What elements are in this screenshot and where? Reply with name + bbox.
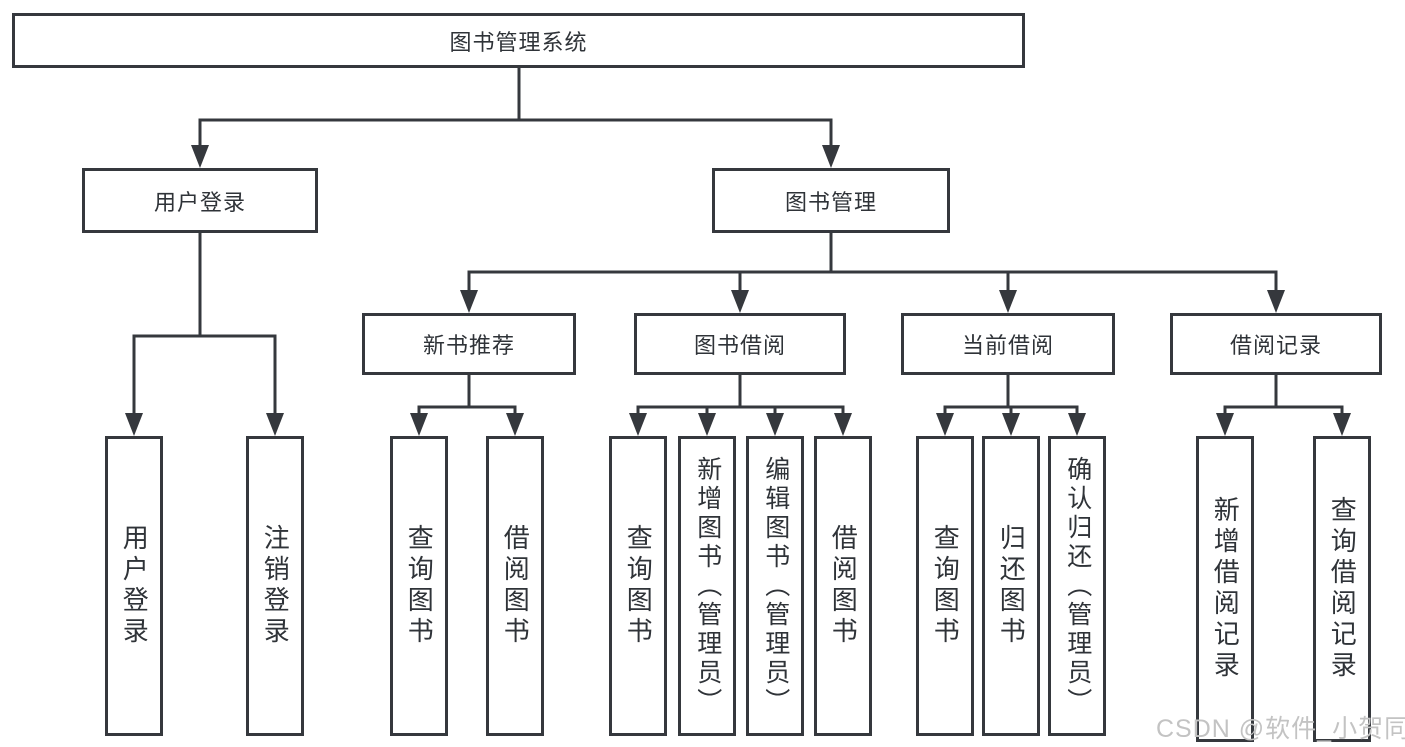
node-user-login: 用户登录 bbox=[82, 168, 318, 233]
leaf-borrow-book-1: 借阅图书 bbox=[486, 436, 544, 736]
leaf-add-book-admin: 新增图书（管理员） bbox=[678, 436, 736, 736]
leaf-return-book: 归还图书 bbox=[982, 436, 1040, 736]
leaf-label: 新增借阅记录 bbox=[1210, 496, 1241, 682]
leaf-borrow-book-2: 借阅图书 bbox=[814, 436, 872, 736]
node-book-management: 图书管理 bbox=[712, 168, 950, 233]
leaf-label: 查询图书 bbox=[623, 524, 654, 648]
connector-book-management-to-level3 bbox=[460, 233, 1285, 313]
leaf-label: 确认归还（管理员） bbox=[1063, 455, 1092, 717]
node-book-borrow: 图书借阅 bbox=[634, 313, 846, 375]
leaf-label: 用户登录 bbox=[119, 524, 150, 648]
connector-book-borrow-to-leaves bbox=[629, 375, 852, 436]
node-root: 图书管理系统 bbox=[12, 13, 1025, 68]
leaf-confirm-return-admin: 确认归还（管理员） bbox=[1048, 436, 1106, 736]
connector-new-book-to-leaves bbox=[410, 375, 524, 436]
connector-current-borrow-to-leaves bbox=[936, 375, 1086, 436]
leaf-label: 借阅图书 bbox=[500, 524, 531, 648]
connector-borrow-record-to-leaves bbox=[1216, 375, 1351, 436]
leaf-label: 查询图书 bbox=[930, 524, 961, 648]
leaf-label: 注销登录 bbox=[260, 524, 291, 648]
leaf-query-book-3: 查询图书 bbox=[916, 436, 974, 736]
leaf-add-borrow-record: 新增借阅记录 bbox=[1196, 436, 1254, 742]
node-current-borrow: 当前借阅 bbox=[901, 313, 1115, 375]
leaf-label: 新增图书（管理员） bbox=[693, 455, 722, 717]
leaf-query-borrow-record: 查询借阅记录 bbox=[1313, 436, 1371, 742]
leaf-query-book-2: 查询图书 bbox=[609, 436, 667, 736]
node-borrow-record: 借阅记录 bbox=[1170, 313, 1382, 375]
leaf-query-book-1: 查询图书 bbox=[390, 436, 448, 736]
leaf-user-login: 用户登录 bbox=[105, 436, 163, 736]
connector-root-to-level2 bbox=[191, 68, 840, 168]
leaf-logout: 注销登录 bbox=[246, 436, 304, 736]
node-new-book-recommend: 新书推荐 bbox=[362, 313, 576, 375]
leaf-label: 归还图书 bbox=[996, 524, 1027, 648]
leaf-label: 查询图书 bbox=[404, 524, 435, 648]
leaf-label: 查询借阅记录 bbox=[1327, 496, 1358, 682]
leaf-label: 编辑图书（管理员） bbox=[761, 455, 790, 717]
leaf-edit-book-admin: 编辑图书（管理员） bbox=[746, 436, 804, 736]
connector-user-login-to-leaves bbox=[125, 233, 284, 436]
leaf-label: 借阅图书 bbox=[828, 524, 859, 648]
csdn-watermark: CSDN @软件_小贺同学 bbox=[1156, 715, 1405, 743]
